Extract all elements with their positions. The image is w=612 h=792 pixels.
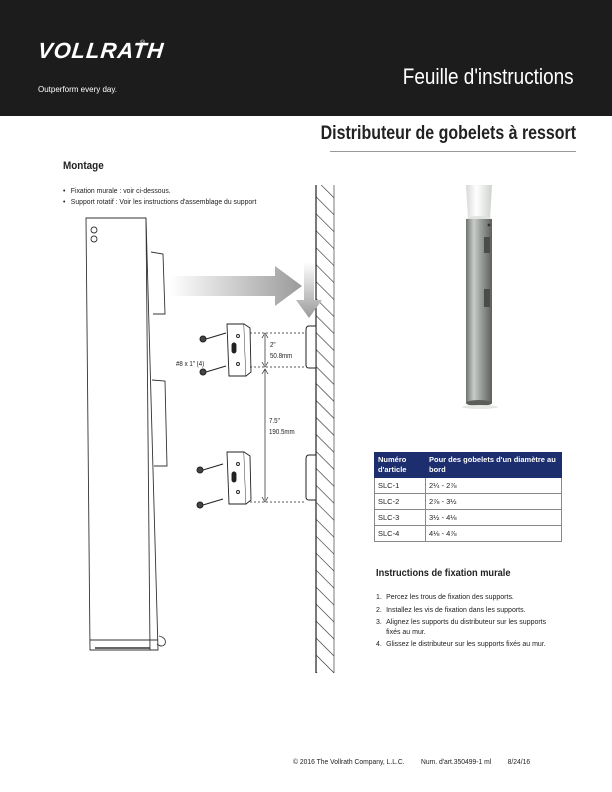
- page-header: VOLLRATH ® Outperform every day. Feuille…: [0, 0, 612, 116]
- column-header: Pour des gobelets d'un diamètre au bord: [425, 452, 562, 478]
- table-row: SLC-1 2¼ - 2⅞: [374, 477, 562, 494]
- dispenser-bracket-bottom: [226, 451, 252, 505]
- dispenser-outline: [85, 217, 168, 651]
- table-row: SLC-3 3½ - 4⅛: [374, 509, 562, 526]
- dimension-lines: [250, 332, 306, 503]
- model-cell: SLC-3: [374, 509, 426, 526]
- slide-arrow-icon: [170, 262, 322, 318]
- wall-mount-steps: 1.Percez les trous de fixation des suppo…: [376, 592, 576, 652]
- product-photo: [462, 185, 498, 409]
- copyright-text: © 2016 The Vollrath Company, L.L.C.: [293, 757, 405, 766]
- screw-size-label: #8 x 1" (4): [176, 361, 205, 368]
- step-text: Glissez le distributeur sur les supports…: [386, 639, 546, 648]
- step-item: 2.Installez les vis de fixation dans les…: [376, 604, 526, 614]
- mounting-bullet: Support rotatif : Voir les instructions …: [63, 196, 257, 207]
- table-row: SLC-4 4⅛ - 4⅞: [374, 525, 562, 542]
- wall-bracket-bottom: [305, 454, 317, 501]
- diameter-cell: 3½ - 4⅛: [425, 509, 562, 526]
- table-header-row: Numéro d'article Pour des gobelets d'un …: [374, 452, 562, 478]
- top-spacing-inches: 2": [270, 342, 276, 349]
- mounting-bullets: Fixation murale : voir ci-dessous. Suppo…: [63, 185, 257, 207]
- bracket-spacing-inches: 7.5": [269, 418, 280, 425]
- diameter-cell: 2¼ - 2⅞: [425, 477, 562, 494]
- bracket-spacing-mm: 190.5mm: [269, 429, 295, 436]
- step-item: 3.Alignez les supports du distributeur s…: [376, 617, 547, 636]
- step-item: 1.Percez les trous de fixation des suppo…: [376, 592, 514, 601]
- registered-mark: ®: [140, 40, 146, 47]
- column-header: Numéro d'article: [374, 452, 426, 478]
- product-title: Distributeur de gobelets à ressort: [320, 123, 576, 144]
- size-table: Numéro d'article Pour des gobelets d'un …: [374, 452, 562, 542]
- step-text: Alignez les supports du distributeur sur…: [386, 617, 547, 636]
- mounting-section-title: Montage: [63, 160, 104, 172]
- diameter-cell: 2⅞ - 3½: [425, 493, 562, 510]
- model-cell: SLC-2: [374, 493, 426, 510]
- title-divider: [330, 151, 576, 152]
- dispenser-bracket-top: [226, 323, 252, 377]
- wall-bracket-top: [305, 325, 317, 369]
- step-item: 4.Glissez le distributeur sur les suppor…: [376, 639, 546, 648]
- model-cell: SLC-4: [374, 525, 426, 542]
- table-row: SLC-2 2⅞ - 3½: [374, 493, 562, 510]
- page-footer: © 2016 The Vollrath Company, L.L.C. Num.…: [293, 757, 544, 766]
- top-spacing-mm: 50.8mm: [270, 353, 293, 360]
- mounting-bullet: Fixation murale : voir ci-dessous.: [63, 185, 256, 196]
- screw-icon: [196, 332, 227, 509]
- step-text: Installez les vis de fixation dans les s…: [386, 604, 526, 614]
- wall: [315, 185, 335, 673]
- model-cell: SLC-1: [374, 477, 426, 494]
- wall-mount-title: Instructions de fixation murale: [376, 567, 511, 579]
- brand-tagline: Outperform every day.: [38, 85, 117, 94]
- document-title: Feuille d'instructions: [403, 64, 574, 89]
- revision-date: 8/24/16: [507, 757, 531, 766]
- step-text: Percez les trous de fixation des support…: [386, 592, 514, 601]
- part-number: Num. d'art.350499-1 ml: [420, 757, 492, 766]
- diameter-cell: 4⅛ - 4⅞: [425, 525, 562, 542]
